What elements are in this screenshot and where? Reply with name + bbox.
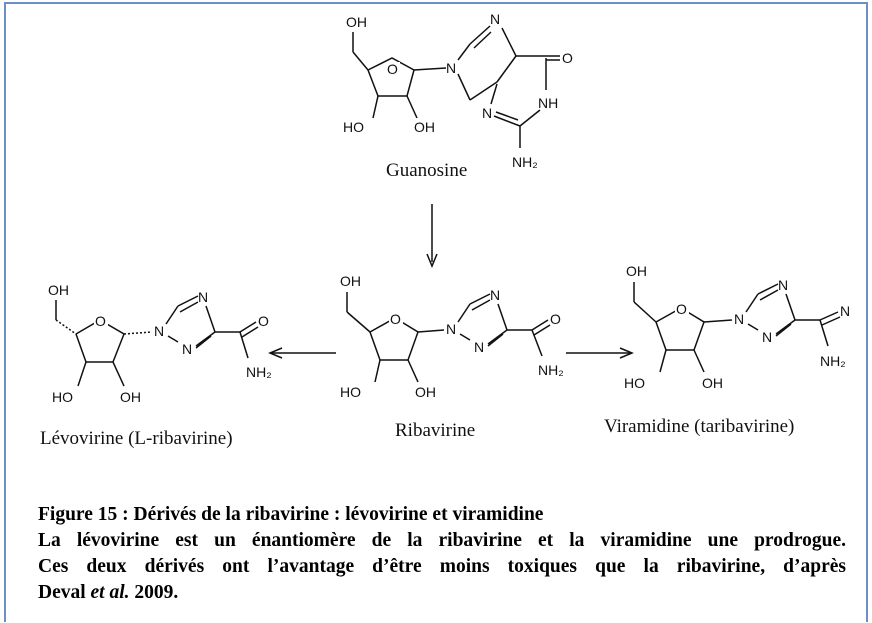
atom-nh: NH xyxy=(538,95,558,111)
atom-o: O xyxy=(562,50,573,66)
atom-oh: OH xyxy=(702,375,723,391)
ribavirine-structure: OH O HO OH N N N O NH₂ xyxy=(340,273,564,400)
atom-oh: OH xyxy=(120,389,141,405)
atom-n: N xyxy=(490,287,500,303)
atom-n: N xyxy=(446,321,456,337)
atom-n: N xyxy=(490,11,500,27)
atom-n: N xyxy=(762,329,772,345)
atom-nh2: NH₂ xyxy=(246,364,272,380)
atom-nh2: NH₂ xyxy=(538,362,564,378)
atom-n: N xyxy=(446,60,456,76)
arrow-right xyxy=(566,347,634,359)
atom-n: N xyxy=(198,289,208,305)
arrow-down xyxy=(426,204,438,268)
label-levovirine: Lévovirine (L-ribavirine) xyxy=(40,428,233,449)
atom-oh: OH xyxy=(415,384,436,400)
atom-o: O xyxy=(676,301,687,317)
guanosine-structure: OH O HO OH N N O NH N NH₂ xyxy=(343,11,573,170)
atom-o: O xyxy=(390,311,401,327)
atom-oh: OH xyxy=(48,282,69,298)
caption-et-al: et al. xyxy=(90,582,130,603)
caption-line-2: Ces deux dérivés ont l’avantage d’être m… xyxy=(38,556,846,577)
levovirine-structure: OH O HO OH N N N O NH₂ xyxy=(48,282,272,405)
atom-oh: OH xyxy=(346,14,367,30)
atom-o: O xyxy=(258,313,269,329)
atom-n: N xyxy=(778,277,788,293)
atom-oh: OH xyxy=(626,263,647,279)
viramidine-structure: OH O HO OH N N N N NH₂ xyxy=(624,263,850,391)
atom-ho: HO xyxy=(624,375,645,391)
atom-n: N xyxy=(154,323,164,339)
figure-caption: Figure 15 : Dérivés de la ribavirine : l… xyxy=(38,502,846,606)
caption-year: 2009. xyxy=(129,582,179,603)
caption-author: Deval xyxy=(38,582,91,603)
atom-o: O xyxy=(95,313,106,329)
atom-ho: HO xyxy=(343,119,364,135)
atom-n: N xyxy=(182,341,192,357)
caption-line-3: Deval et al. 2009. xyxy=(38,580,846,606)
figure-frame xyxy=(4,2,868,622)
atom-nh2: NH₂ xyxy=(820,353,846,369)
reaction-scheme: OH O HO OH N N O NH N NH₂ xyxy=(48,11,850,405)
atom-oh: OH xyxy=(414,119,435,135)
atom-n: N xyxy=(840,303,850,319)
arrow-left xyxy=(268,347,336,359)
atom-ho: HO xyxy=(340,384,361,400)
atom-n: N xyxy=(474,339,484,355)
atom-o: O xyxy=(550,311,561,327)
atom-n: N xyxy=(734,311,744,327)
label-ribavirine: Ribavirine xyxy=(395,420,476,441)
atom-n: N xyxy=(482,105,492,121)
caption-line-1: La lévovirine est un énantiomère de la r… xyxy=(38,530,846,551)
caption-title: Figure 15 : Dérivés de la ribavirine : l… xyxy=(38,504,544,525)
atom-o: O xyxy=(387,61,398,77)
label-guanosine: Guanosine xyxy=(386,160,468,181)
label-viramidine: Viramidine (taribavirine) xyxy=(604,416,795,437)
atom-ho: HO xyxy=(52,389,73,405)
atom-nh2: NH₂ xyxy=(512,154,538,170)
atom-oh: OH xyxy=(340,273,361,289)
